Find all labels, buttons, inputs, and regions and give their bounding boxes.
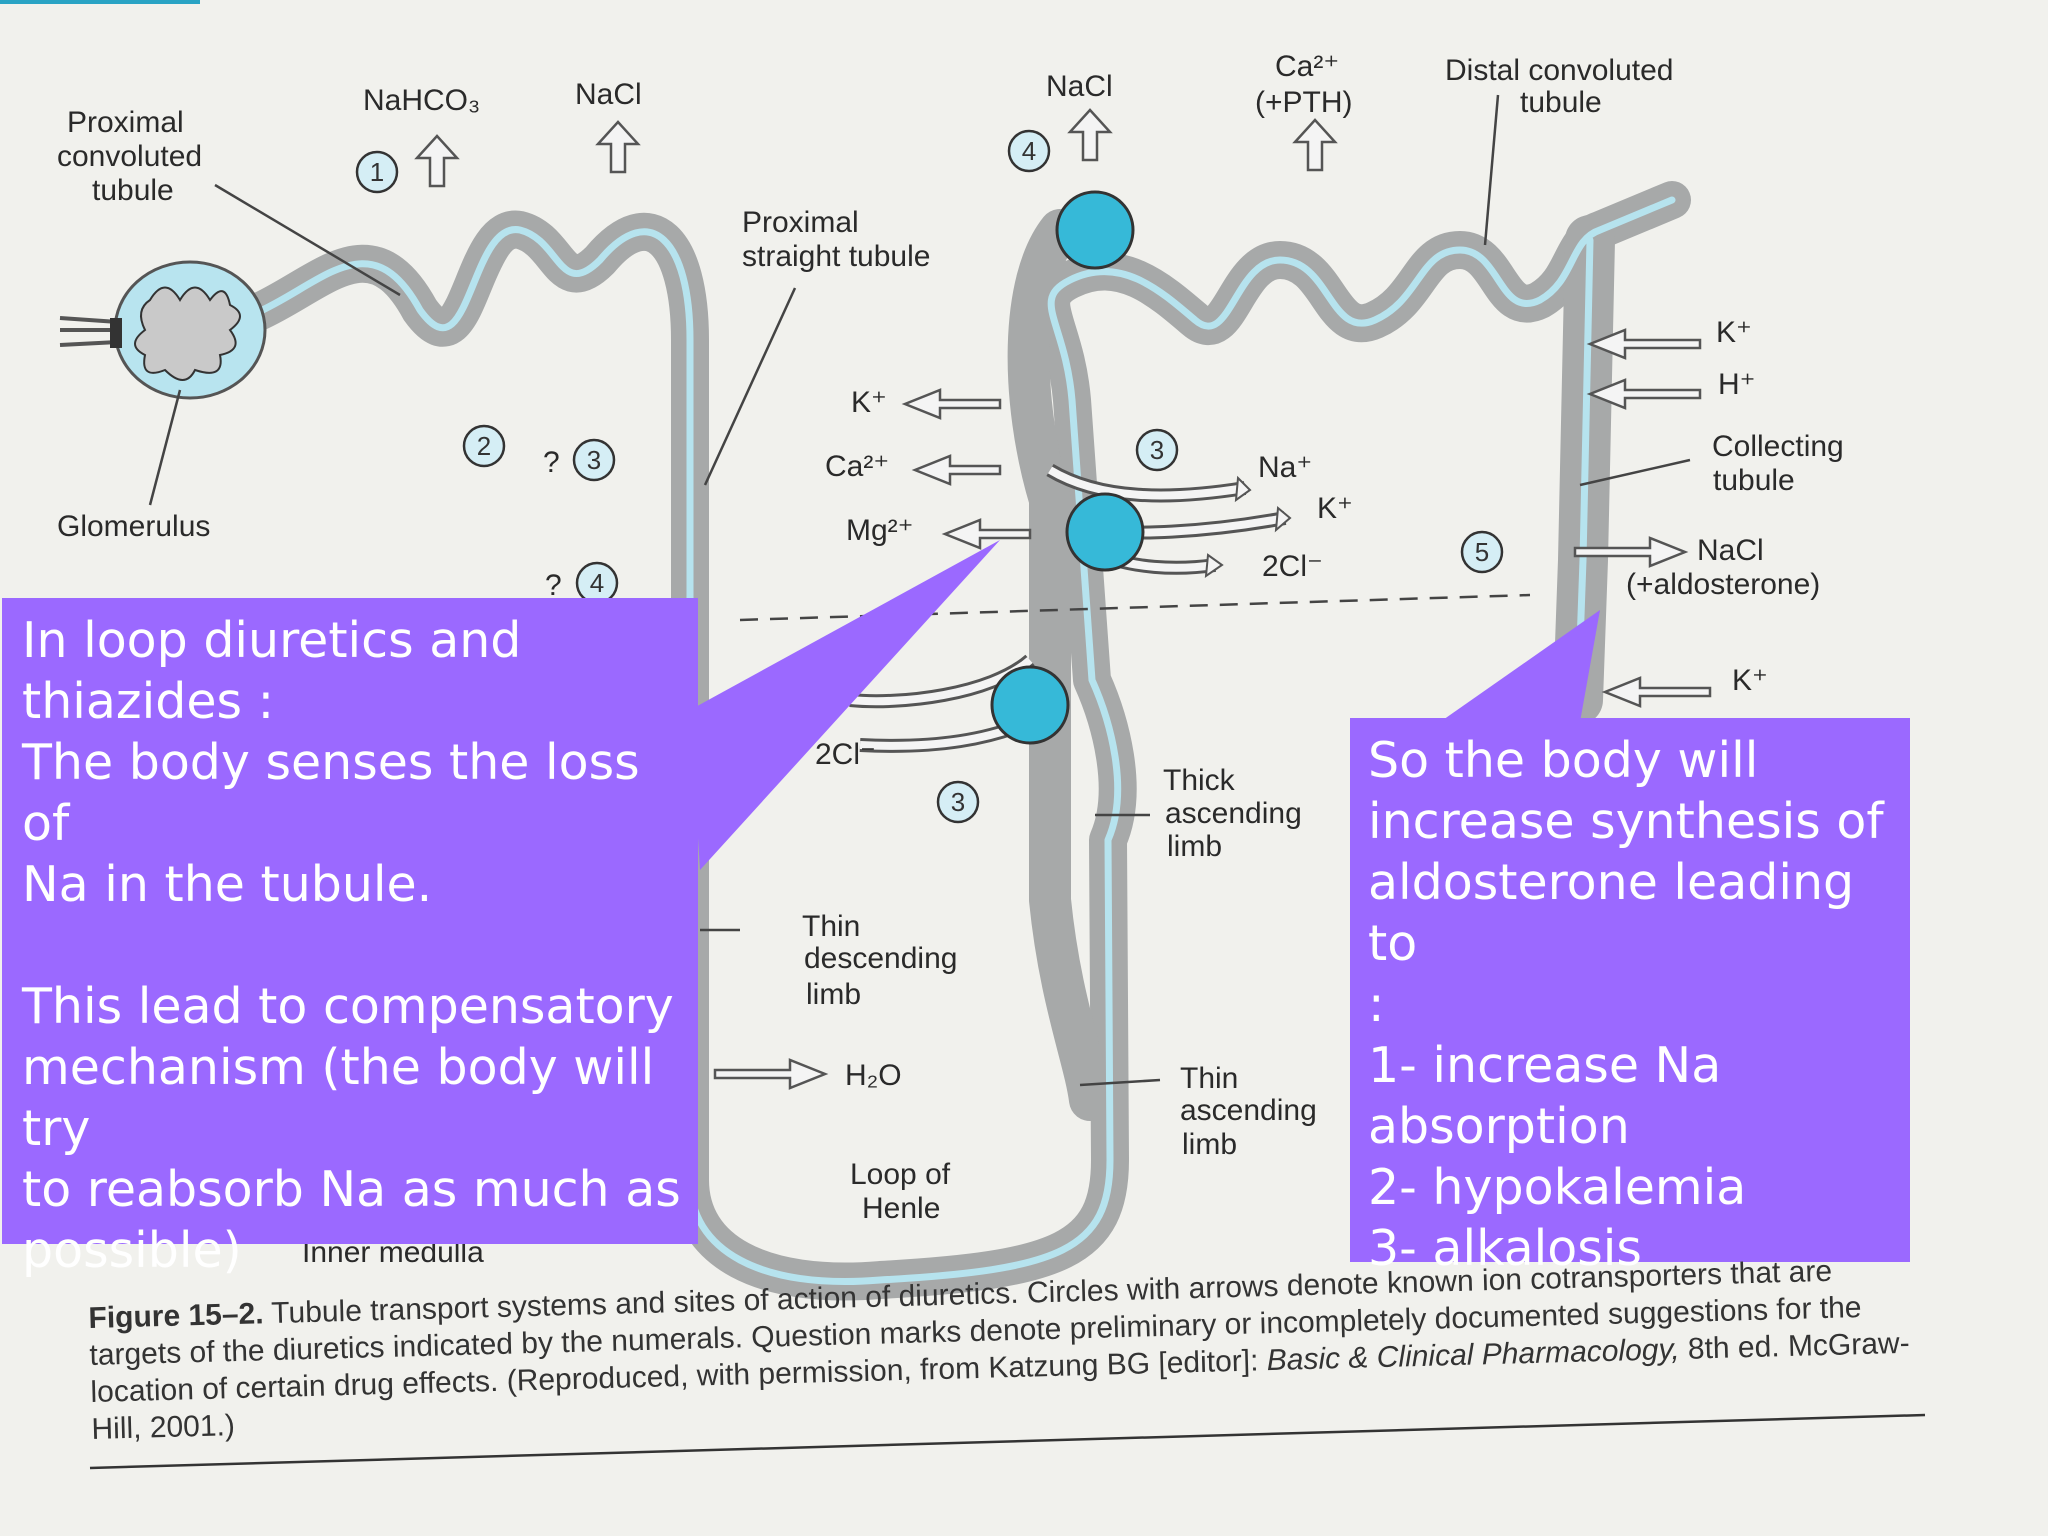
caption-book-title: Basic & Clinical Pharmacology, bbox=[1266, 1332, 1681, 1378]
callout-right: So the body will increase synthesis of a… bbox=[1350, 718, 1910, 1277]
caption-rule bbox=[89, 1413, 1926, 1470]
label-2cl-right: 2Cl⁻ bbox=[1262, 550, 1323, 583]
label-thin-ascending-3: limb bbox=[1182, 1128, 1237, 1161]
callout-right-text: So the body will increase synthesis of a… bbox=[1368, 732, 1884, 1277]
label-loop-of-henle-2: Henle bbox=[862, 1192, 940, 1225]
label-thick-ascending-2: ascending bbox=[1165, 797, 1302, 830]
label-thin-ascending-1: Thin bbox=[1180, 1062, 1238, 1095]
label-mg-left: Mg²⁺ bbox=[846, 514, 914, 547]
site-number-4a: 4 bbox=[590, 568, 604, 598]
callout-left-text-2: This lead to compensatory mechanism (the… bbox=[22, 978, 681, 1279]
label-thin-descending-1: Thin bbox=[802, 910, 860, 943]
label-nacl-1: NaCl bbox=[575, 78, 642, 111]
caption-figure-label: Figure 15–2. bbox=[88, 1297, 264, 1335]
corner-accent bbox=[0, 0, 200, 4]
leader-lines bbox=[148, 94, 1691, 1087]
label-thick-ascending-3: limb bbox=[1167, 830, 1222, 863]
label-nacl-aldosterone-2: (+aldosterone) bbox=[1626, 568, 1820, 601]
label-ca-pth-2: (+PTH) bbox=[1255, 86, 1353, 119]
label-nahco3: NaHCO₃ bbox=[363, 84, 480, 117]
label-ca-pth-1: Ca²⁺ bbox=[1275, 50, 1339, 83]
site-number-3b: 3 bbox=[1150, 435, 1164, 465]
callout-right-tail bbox=[1440, 610, 1600, 722]
label-ca-left: Ca²⁺ bbox=[825, 450, 889, 483]
label-thin-descending-2: descending bbox=[804, 942, 957, 975]
label-glomerulus: Glomerulus bbox=[57, 510, 210, 543]
site-number-4b: 4 bbox=[1022, 136, 1036, 166]
question-mark-1: ? bbox=[543, 446, 560, 479]
label-loop-of-henle-1: Loop of bbox=[850, 1158, 951, 1191]
label-collecting-tubule-1: Collecting bbox=[1712, 430, 1844, 463]
transport-arrows bbox=[713, 328, 1712, 1090]
label-proximal-straight-2: straight tubule bbox=[742, 240, 930, 273]
site-number-5: 5 bbox=[1475, 537, 1489, 567]
question-mark-2: ? bbox=[545, 569, 562, 602]
label-k-collecting-1: K⁺ bbox=[1716, 316, 1752, 349]
site-number-3c: 3 bbox=[951, 787, 965, 817]
label-k-collecting-2: K⁺ bbox=[1732, 664, 1768, 697]
callout-left-text-1: In loop diuretics and thiazides : The bo… bbox=[22, 612, 640, 913]
label-proximal-convoluted-3: tubule bbox=[92, 174, 174, 207]
label-thin-descending-3: limb bbox=[806, 978, 861, 1011]
label-collecting-tubule-2: tubule bbox=[1713, 464, 1795, 497]
label-na-right: Na⁺ bbox=[1258, 451, 1312, 484]
label-h-collecting: H⁺ bbox=[1718, 368, 1756, 401]
diagram-labels: Proximal convoluted tubule NaHCO₃ NaCl N… bbox=[57, 50, 1844, 1269]
label-k-left: K⁺ bbox=[851, 386, 887, 419]
callout-left-tail bbox=[690, 540, 1000, 870]
site-number-1: 1 bbox=[370, 157, 384, 187]
label-nacl-2: NaCl bbox=[1046, 70, 1113, 103]
label-distal-convoluted-1: Distal convoluted bbox=[1445, 54, 1673, 87]
label-proximal-convoluted-2: convoluted bbox=[57, 140, 202, 173]
reabsorption-arrows-up bbox=[415, 108, 1337, 188]
label-nacl-aldosterone-1: NaCl bbox=[1697, 534, 1764, 567]
label-distal-convoluted-2: tubule bbox=[1520, 86, 1602, 119]
callout-left: In loop diuretics and thiazides : The bo… bbox=[2, 598, 698, 1279]
label-proximal-straight-1: Proximal bbox=[742, 206, 859, 239]
transporter-circles bbox=[990, 190, 1145, 745]
site-number-2: 2 bbox=[477, 431, 491, 461]
medulla-boundary-line bbox=[739, 593, 1531, 622]
label-k-right: K⁺ bbox=[1317, 492, 1353, 525]
label-proximal-convoluted-1: Proximal bbox=[67, 106, 184, 139]
site-number-3a: 3 bbox=[587, 445, 601, 475]
label-thick-ascending-1: Thick bbox=[1163, 764, 1236, 797]
glomerulus-capsule bbox=[59, 260, 267, 400]
label-thin-ascending-2: ascending bbox=[1180, 1094, 1317, 1127]
label-2cl-left: 2Cl⁻ bbox=[815, 738, 876, 771]
label-h2o: H₂O bbox=[845, 1059, 902, 1092]
site-markers bbox=[355, 129, 1504, 824]
